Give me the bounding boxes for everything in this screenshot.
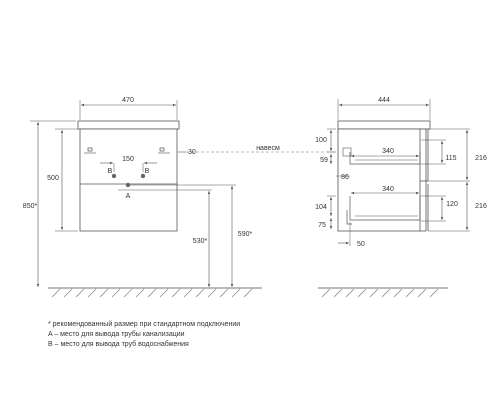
- hole-spacing-label: 150: [122, 156, 134, 163]
- hinge-bracket: [342, 147, 352, 157]
- front-view: [30, 100, 236, 287]
- side-depth-label: 444: [378, 97, 390, 104]
- side-countertop: [337, 120, 431, 130]
- hole-b-left-label: B: [108, 168, 113, 175]
- side-offset-label: 30: [188, 149, 196, 156]
- upper-drawer: [349, 152, 421, 165]
- note-water-b: B – место для вывода труб водоснабжения: [48, 341, 189, 348]
- side-floor: [318, 287, 448, 298]
- lower-gap-label: 104: [315, 204, 327, 211]
- side-cabinet: [337, 128, 427, 232]
- full-height-label: 850*: [23, 203, 38, 210]
- hole-a: [125, 182, 131, 188]
- top-gap-label: 100: [315, 137, 327, 144]
- front-handle-right: [159, 147, 165, 152]
- siphon-cutout: [346, 210, 352, 225]
- hole-dimension-label: 59: [320, 157, 328, 164]
- hole-b-right: [140, 173, 146, 179]
- front-width-label: 470: [122, 97, 134, 104]
- notes: * рекомендованный размер при стандартном…: [48, 320, 478, 350]
- drawer-outer-top-label: 216: [475, 155, 487, 162]
- mid-label: 86: [341, 174, 349, 181]
- front-cabinet: [79, 128, 178, 232]
- hole-a-label: A: [126, 193, 131, 200]
- front-height-label: 500: [47, 175, 59, 182]
- height-590-label: 590*: [238, 231, 253, 238]
- front-countertop: [77, 120, 180, 130]
- hole-b-left: [111, 173, 117, 179]
- side-view: [327, 99, 470, 246]
- drawer-depth-top-label: 340: [382, 148, 394, 155]
- note-recommended: * рекомендованный размер при стандартном…: [48, 321, 241, 328]
- lower-small-label: 75: [318, 222, 326, 229]
- drawer-depth-bottom-label: 340: [382, 186, 394, 193]
- drawer-inner-top-label: 115: [445, 155, 456, 162]
- leg-offset-label: 50: [357, 241, 365, 248]
- height-530-label: 530*: [193, 238, 208, 245]
- drawer-inner-bottom-label: 120: [446, 201, 458, 208]
- lower-drawer: [349, 196, 421, 221]
- note-drain-a: A – место для вывода трубы канализации: [48, 331, 185, 338]
- drawer-outer-bottom-label: 216: [475, 203, 487, 210]
- hole-b-right-label: B: [145, 168, 150, 175]
- hinge-label: навесм: [256, 145, 280, 152]
- front-handle-left: [87, 147, 93, 152]
- front-floor: [48, 287, 262, 298]
